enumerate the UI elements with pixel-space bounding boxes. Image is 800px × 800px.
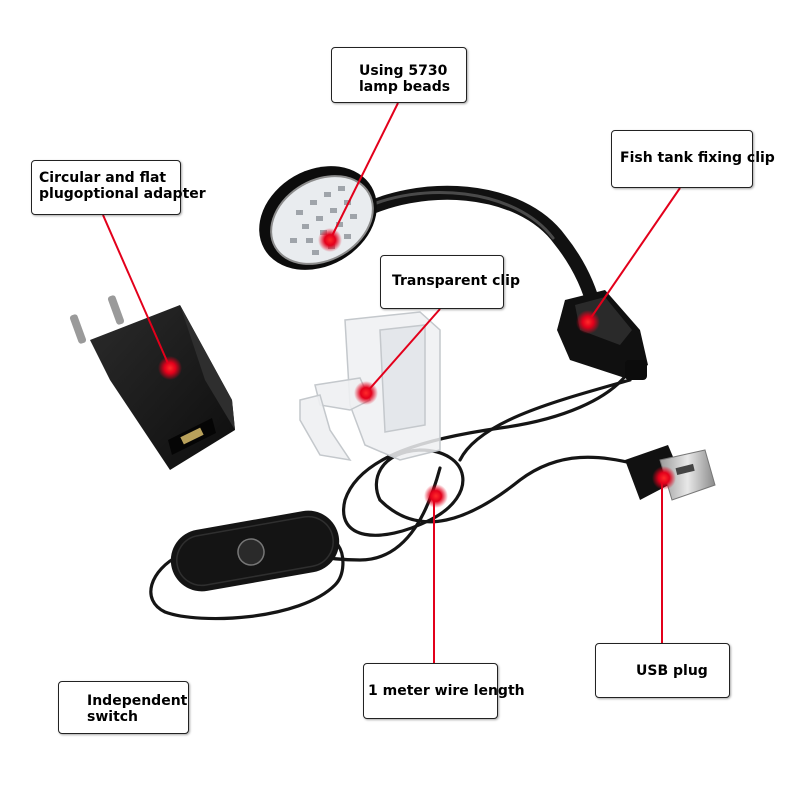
marker-wire <box>424 484 448 508</box>
red-markers <box>158 228 676 508</box>
inline-switch <box>170 510 340 592</box>
marker-transparent-clip <box>354 381 378 405</box>
callout-adapter-line1: Circular and flat <box>39 170 167 186</box>
fish-tank-fixing-clip <box>557 290 648 380</box>
callout-switch-line2: switch <box>87 709 139 725</box>
callout-fixing-clip-text: Fish tank fixing clip <box>620 150 775 166</box>
callout-adapter: Circular and flat plugoptional adapter <box>31 160 206 215</box>
callout-lamp-beads: Using 5730 lamp beads <box>331 47 467 103</box>
callout-transparent-clip: Transparent clip <box>380 255 520 309</box>
marker-lamp-beads <box>318 228 342 252</box>
callout-lamp-beads-line1: Using 5730 <box>359 63 448 79</box>
callout-switch: Independent switch <box>58 681 189 734</box>
callout-usb-plug: USB plug <box>595 643 730 698</box>
callout-usb-plug-text: USB plug <box>636 663 708 679</box>
marker-adapter <box>158 356 182 380</box>
marker-fixing-clip <box>576 310 600 334</box>
callout-wire-length: 1 meter wire length <box>363 663 525 719</box>
lamp-head <box>259 166 377 270</box>
power-adapter <box>69 295 235 470</box>
callout-fixing-clip: Fish tank fixing clip <box>611 130 775 188</box>
gooseneck-arm <box>348 185 602 317</box>
marker-usb-plug <box>652 466 676 490</box>
callout-transparent-clip-text: Transparent clip <box>392 273 520 289</box>
callout-adapter-line2: plugoptional adapter <box>39 186 206 202</box>
callout-wire-length-text: 1 meter wire length <box>368 683 525 699</box>
callout-switch-line1: Independent <box>87 693 188 709</box>
pointer-lines <box>102 102 681 663</box>
transparent-clip <box>299 311 441 462</box>
callout-lamp-beads-line2: lamp beads <box>359 79 451 95</box>
